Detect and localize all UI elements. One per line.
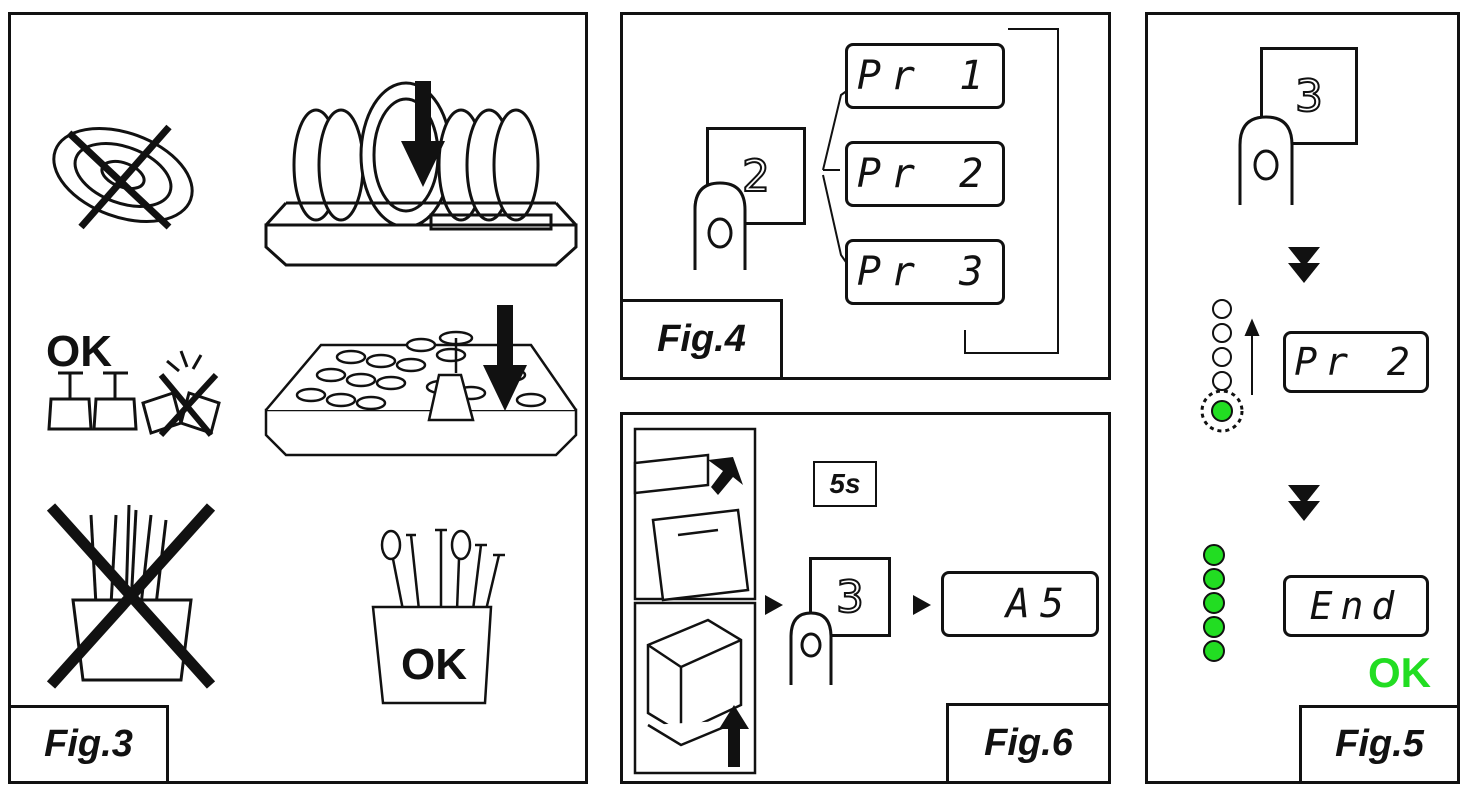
program-leds (1200, 299, 1244, 433)
down-arrow-icon (483, 305, 527, 411)
program-display: Pr 3 (845, 239, 1005, 305)
key-button: 2 (706, 127, 806, 225)
fig4-panel: 2 Pr 1 Pr 2 Pr 3 Fig.4 (620, 12, 1111, 380)
dishwasher-door-icon (633, 453, 750, 602)
ok-label: OK (1368, 649, 1431, 696)
figure-label: Fig.6 (946, 703, 1108, 781)
figure-label: Fig.3 (11, 705, 169, 781)
all-leds-on (1203, 544, 1225, 662)
fig5-illustrations (1200, 115, 1320, 662)
program-display: Pr 1 (845, 43, 1005, 109)
fig6-panel: 5s 3 A5 Fig.6 (620, 412, 1111, 784)
fig3-panel: OK OK Fig.3 (8, 12, 588, 784)
figure-label: Fig.5 (1299, 705, 1457, 781)
key-number: 3 (835, 571, 865, 624)
end-display: End (1283, 575, 1429, 637)
glass-rack-icon (264, 330, 578, 457)
fig6-finger-overlay (789, 611, 833, 685)
double-down-arrow-icon (1288, 247, 1320, 521)
broken-glass-icon (141, 350, 221, 438)
ok-label: OK (46, 327, 112, 376)
hood-dishwasher-icon (646, 618, 743, 747)
up-arrow-icon (719, 705, 749, 767)
fig4-finger-overlay (693, 181, 747, 270)
fig3-illustrations (46, 81, 578, 705)
down-arrow-icon (401, 81, 445, 187)
status-display: A5 (941, 571, 1099, 637)
figure-label: Fig.4 (623, 299, 783, 377)
active-led (1211, 400, 1233, 422)
timer-badge: 5s (813, 461, 877, 507)
program-display: Pr 2 (1283, 331, 1429, 393)
finger-icon (789, 611, 833, 685)
key-number: 2 (741, 150, 771, 203)
play-arrow-icon (765, 595, 931, 615)
ok-label: OK (401, 640, 467, 689)
upright-glasses-icon (47, 371, 138, 431)
cross-icon (46, 503, 216, 689)
fig5-panel: 3 (1145, 12, 1460, 784)
diagonal-arrow-icon (708, 457, 743, 495)
cross-icon (66, 124, 172, 230)
key-button: 3 (1260, 47, 1358, 145)
mixed-cutlery-basket-icon (371, 528, 505, 705)
key-number: 3 (1294, 70, 1324, 123)
program-display: Pr 2 (845, 141, 1005, 207)
fig6-illustrations (633, 427, 931, 775)
up-arrow-icon (1244, 318, 1260, 395)
finger-icon (1238, 115, 1294, 205)
